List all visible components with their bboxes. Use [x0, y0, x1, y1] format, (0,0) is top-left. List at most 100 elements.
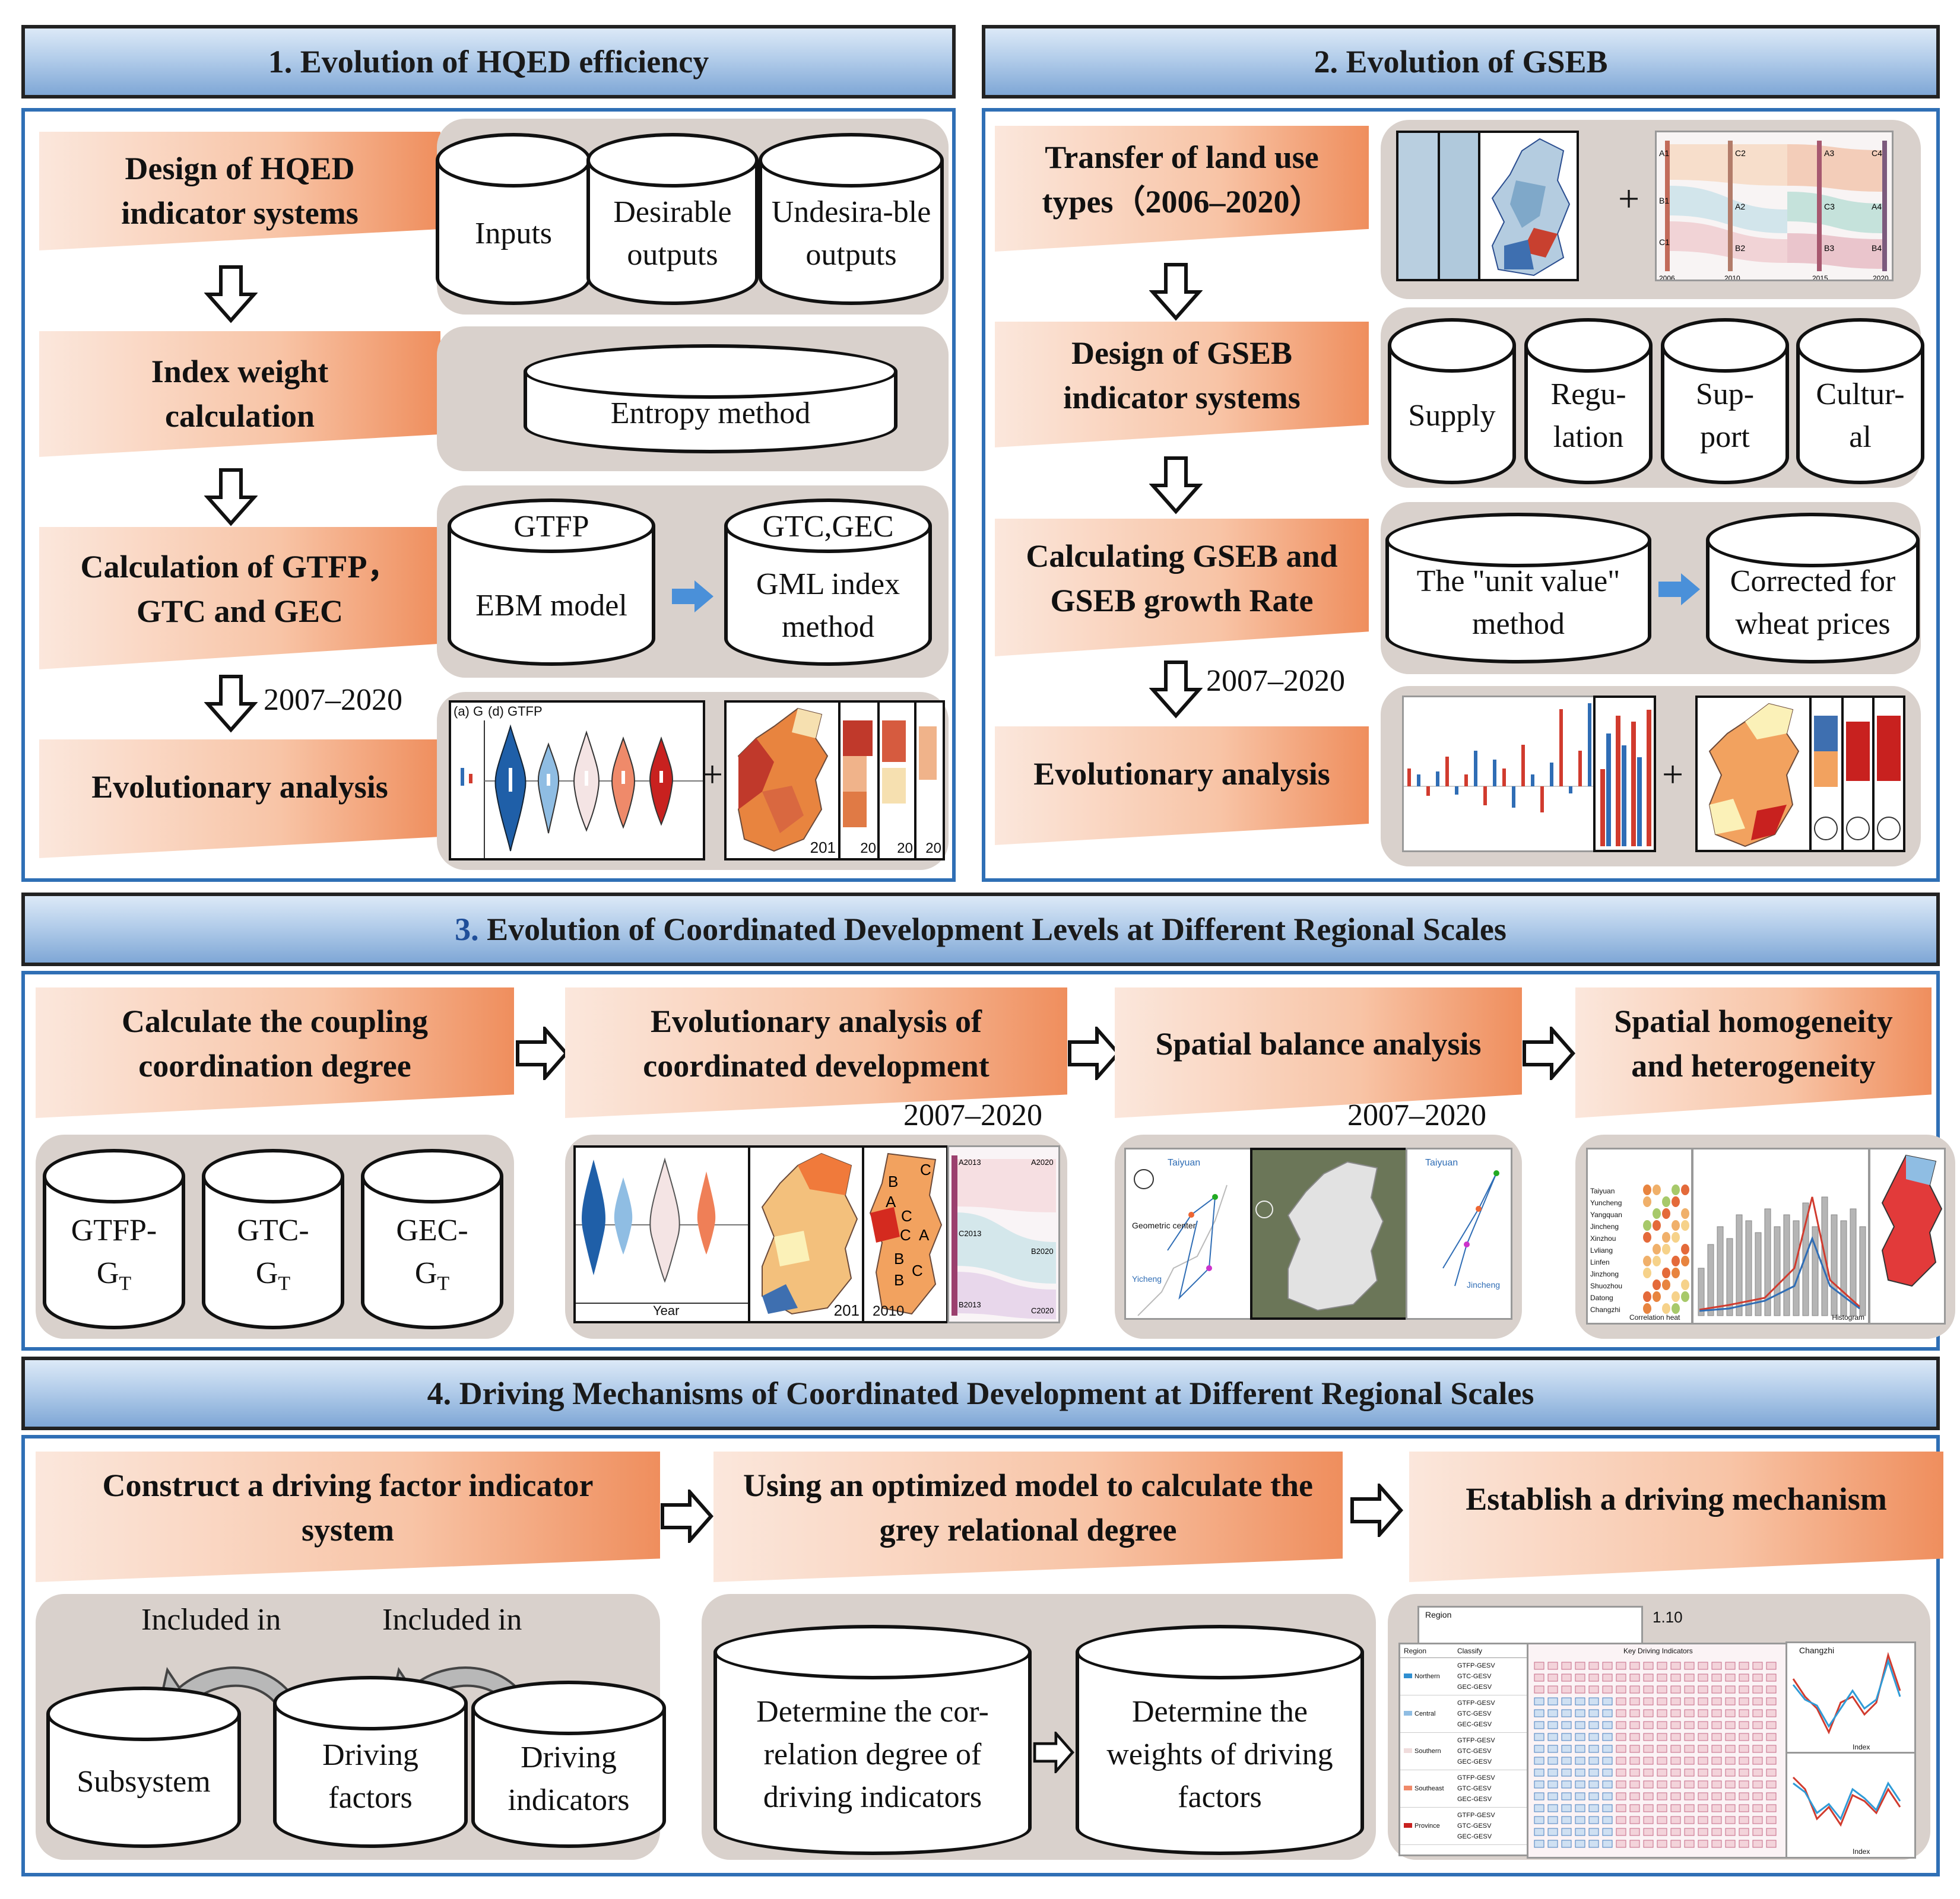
s2-step-evolution: Evolutionary analysis [995, 726, 1369, 845]
down-arrow-icon [1149, 456, 1203, 515]
svg-text:A4: A4 [1872, 202, 1882, 211]
s2-bar-chart [1402, 696, 1598, 852]
s2-step-design: Design of GSEB indicator systems [995, 322, 1369, 447]
s2-cyl-supply: Supply [1388, 318, 1516, 484]
svg-text:C3: C3 [1824, 202, 1835, 211]
svg-text:C1: C1 [1659, 237, 1670, 247]
svg-text:B3: B3 [1824, 243, 1834, 253]
s2-step-landuse: Transfer of land use types（2006–2020） [995, 126, 1369, 252]
svg-text:A: A [919, 1226, 930, 1244]
s3-cluster-map [1869, 1148, 1946, 1325]
section-3-title-num: 3. [455, 912, 479, 947]
section-4-panel: Construct a driving factor indicator sys… [21, 1435, 1943, 1876]
s2-cyl-support: Sup-port [1661, 318, 1789, 484]
svg-text:A: A [886, 1193, 896, 1211]
s3-violin-chart: Year [573, 1145, 750, 1323]
s4-index-chart-top: Changzhi Index [1785, 1641, 1916, 1754]
svg-text:B2: B2 [1735, 243, 1745, 253]
s2-landuse-map-2 [1438, 131, 1482, 281]
s1-map-2: 20 [838, 700, 880, 860]
s1-map-4: 20 [914, 700, 945, 860]
svg-text:2006: 2006 [1659, 274, 1675, 281]
svg-text:A2013: A2013 [959, 1158, 981, 1167]
s4-step-construct: Construct a driving factor indicator sys… [36, 1452, 660, 1582]
s1-cyl-entropy: Entropy method [524, 344, 897, 453]
svg-text:B: B [894, 1271, 904, 1289]
s4-top-label: 1.10 [1653, 1608, 1683, 1626]
s1-gtc-label: GTC,GEC [762, 510, 894, 544]
s1-violin-plot [461, 720, 703, 858]
s1-cyl-inputs: Inputs [436, 133, 591, 305]
s1-map-3: 20 [877, 700, 916, 860]
svg-text:C: C [912, 1262, 923, 1279]
s3-histogram: Histogram [1692, 1148, 1870, 1325]
s4-step-grey: Using an optimized model to calculate th… [713, 1452, 1343, 1582]
right-arrow-icon [1068, 1027, 1121, 1080]
s3-letter-map: C B A C C A B B C 2010 [862, 1145, 949, 1323]
s4-cyl-correlation: Determine the cor-relation degree of dri… [713, 1625, 1032, 1855]
svg-text:A2: A2 [1735, 202, 1745, 211]
s3-step-coupling: Calculate the coupling coordination degr… [36, 987, 514, 1118]
s2-cyl-corrected: Corrected for wheat prices [1706, 513, 1920, 663]
s1-violin-label-d: (d) GTFP [488, 704, 543, 719]
section-4-header: 4. Driving Mechanisms of Coordinated Dev… [21, 1357, 1940, 1430]
s1-cyl-undesirable: Undesira-ble outputs [759, 133, 944, 305]
s3-map-main: 201 [748, 1145, 864, 1323]
s1-step-evolution: Evolutionary analysis [39, 739, 440, 858]
svg-text:C2: C2 [1735, 148, 1746, 158]
svg-text:B1: B1 [1659, 196, 1669, 205]
svg-text:A1: A1 [1659, 148, 1669, 158]
s2-landuse-map-main [1478, 131, 1579, 281]
s4-cyl-subsystem: Subsystem [46, 1687, 241, 1848]
s2-cyl-regulation: Regu-lation [1524, 318, 1653, 484]
s2-step-calc: Calculating GSEB and GSEB growth Rate [995, 519, 1369, 656]
svg-text:2010: 2010 [1724, 274, 1740, 281]
s2-cyl-cultural: Cultur-al [1796, 318, 1924, 484]
s1-gtfp-label: GTFP [513, 510, 589, 544]
svg-text:C2013: C2013 [959, 1229, 981, 1238]
s3-satellite-map [1250, 1148, 1410, 1320]
s4-step-mechanism: Establish a driving mechanism [1409, 1452, 1943, 1582]
s3-sankey: A2013 A2020 C2013 B2020 B2013 C2020 [947, 1145, 1060, 1323]
s3-cyl-gec: GEC- GT [361, 1149, 503, 1329]
s3-year-range-a: 2007–2020 [903, 1098, 1042, 1132]
s2-cyl-unit-value: The "unit value" method [1385, 513, 1651, 663]
s2-map-3 [1841, 696, 1875, 852]
right-arrow-icon [1350, 1484, 1403, 1537]
right-arrow-icon [1033, 1732, 1074, 1773]
s2-sankey-plot: A1 B1 C1 C2 A2 B2 A3 C3 B3 C4 A4 B4 2006… [1657, 132, 1892, 281]
plus-icon: + [702, 753, 724, 795]
s3-cyl-gtc: GTC- GT [202, 1149, 344, 1329]
s1-cyl-desirable: Desirable outputs [586, 133, 759, 305]
svg-text:C: C [901, 1207, 912, 1225]
s2-map-main [1695, 696, 1812, 852]
s1-cyl-ebm: GTFP EBM model [448, 498, 655, 666]
s2-map-2 [1809, 696, 1844, 852]
s2-sankey: A1 B1 C1 C2 A2 B2 A3 C3 B3 C4 A4 B4 2006… [1655, 131, 1894, 281]
svg-text:C: C [900, 1226, 911, 1244]
down-arrow-icon [204, 675, 258, 733]
right-arrow-icon [1523, 1027, 1575, 1080]
s1-year-range: 2007–2020 [264, 683, 402, 717]
down-arrow-icon [1149, 660, 1203, 719]
section-3-title: Evolution of Coordinated Development Lev… [478, 912, 1507, 947]
section-2-header: 2. Evolution of GSEB [982, 25, 1940, 99]
s3-violin-xlabel: Year [653, 1303, 680, 1318]
s3-step-evolution: Evolutionary analysis of coordinated dev… [565, 987, 1067, 1118]
plus-icon: + [1618, 177, 1640, 220]
s4-cyl-weights: Determine the weights of driving factors [1076, 1625, 1364, 1855]
svg-text:B2020: B2020 [1031, 1247, 1054, 1256]
s4-included-2: Included in [382, 1603, 522, 1637]
s4-cyl-factors: Driving factors [273, 1676, 468, 1848]
s4-index-chart-bottom: Index [1785, 1752, 1916, 1859]
blue-right-arrow-icon [672, 580, 713, 612]
section-3-header: 3. Evolution of Coordinated Development … [21, 893, 1940, 966]
svg-text:C: C [920, 1161, 931, 1179]
svg-text:A3: A3 [1824, 148, 1834, 158]
s1-cyl-gml: GTC,GEC GML index method [724, 498, 932, 666]
s1-map-main: 201 [724, 700, 841, 860]
svg-text:B: B [894, 1250, 904, 1268]
svg-text:2015: 2015 [1812, 274, 1828, 281]
s1-step-gtfp: Calculation of GTFP，GTC and GEC [39, 527, 440, 669]
